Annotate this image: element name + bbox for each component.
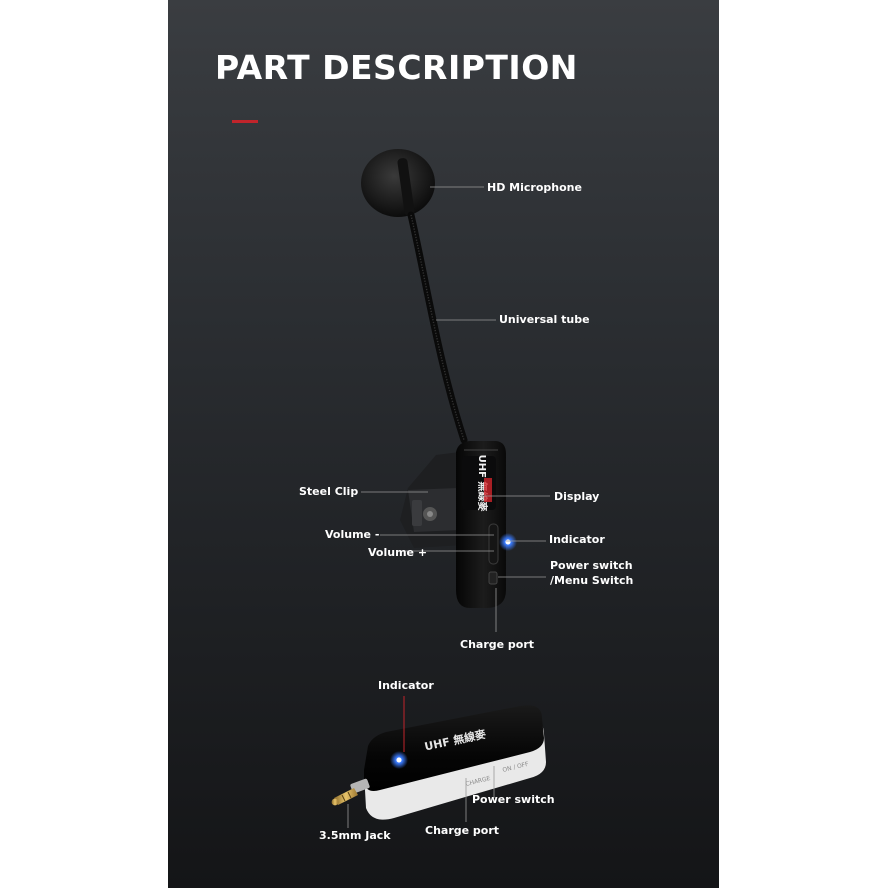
label-volume-minus: Volume - [325, 528, 380, 541]
product-illustration: UHF 無線麥 UHF 無線麥 CHARGE [331, 149, 550, 828]
label-power-switch: Power switch [550, 559, 633, 572]
label-indicator: Indicator [549, 533, 605, 546]
label-charge-port: Charge port [460, 638, 535, 651]
audio-jack-icon [331, 778, 370, 806]
title-accent-bar [232, 120, 258, 123]
label-hd-microphone: HD Microphone [487, 181, 582, 194]
page-title: PART DESCRIPTION [215, 48, 578, 87]
label-volume-plus: Volume + [368, 546, 428, 559]
label-universal-tube: Universal tube [499, 313, 590, 326]
transmitter-body: UHF 無線麥 [456, 441, 506, 608]
label-receiver-power-switch: Power switch [472, 793, 555, 806]
label-display: Display [554, 490, 600, 503]
label-receiver-jack: 3.5mm Jack [319, 829, 391, 842]
microphone-foam-icon [361, 149, 435, 217]
indicator-led-icon [499, 533, 517, 551]
label-steel-clip: Steel Clip [299, 485, 359, 498]
receiver-body: UHF 無線麥 CHARGE ON / OFF [364, 705, 546, 820]
label-receiver-indicator: Indicator [378, 679, 434, 692]
receiver-indicator-led-icon [390, 751, 408, 769]
steel-clip-shape [400, 452, 464, 548]
product-panel: PART DESCRIPTION [168, 0, 719, 888]
label-menu-switch: /Menu Switch [550, 574, 634, 587]
label-receiver-charge-port: Charge port [425, 824, 500, 837]
